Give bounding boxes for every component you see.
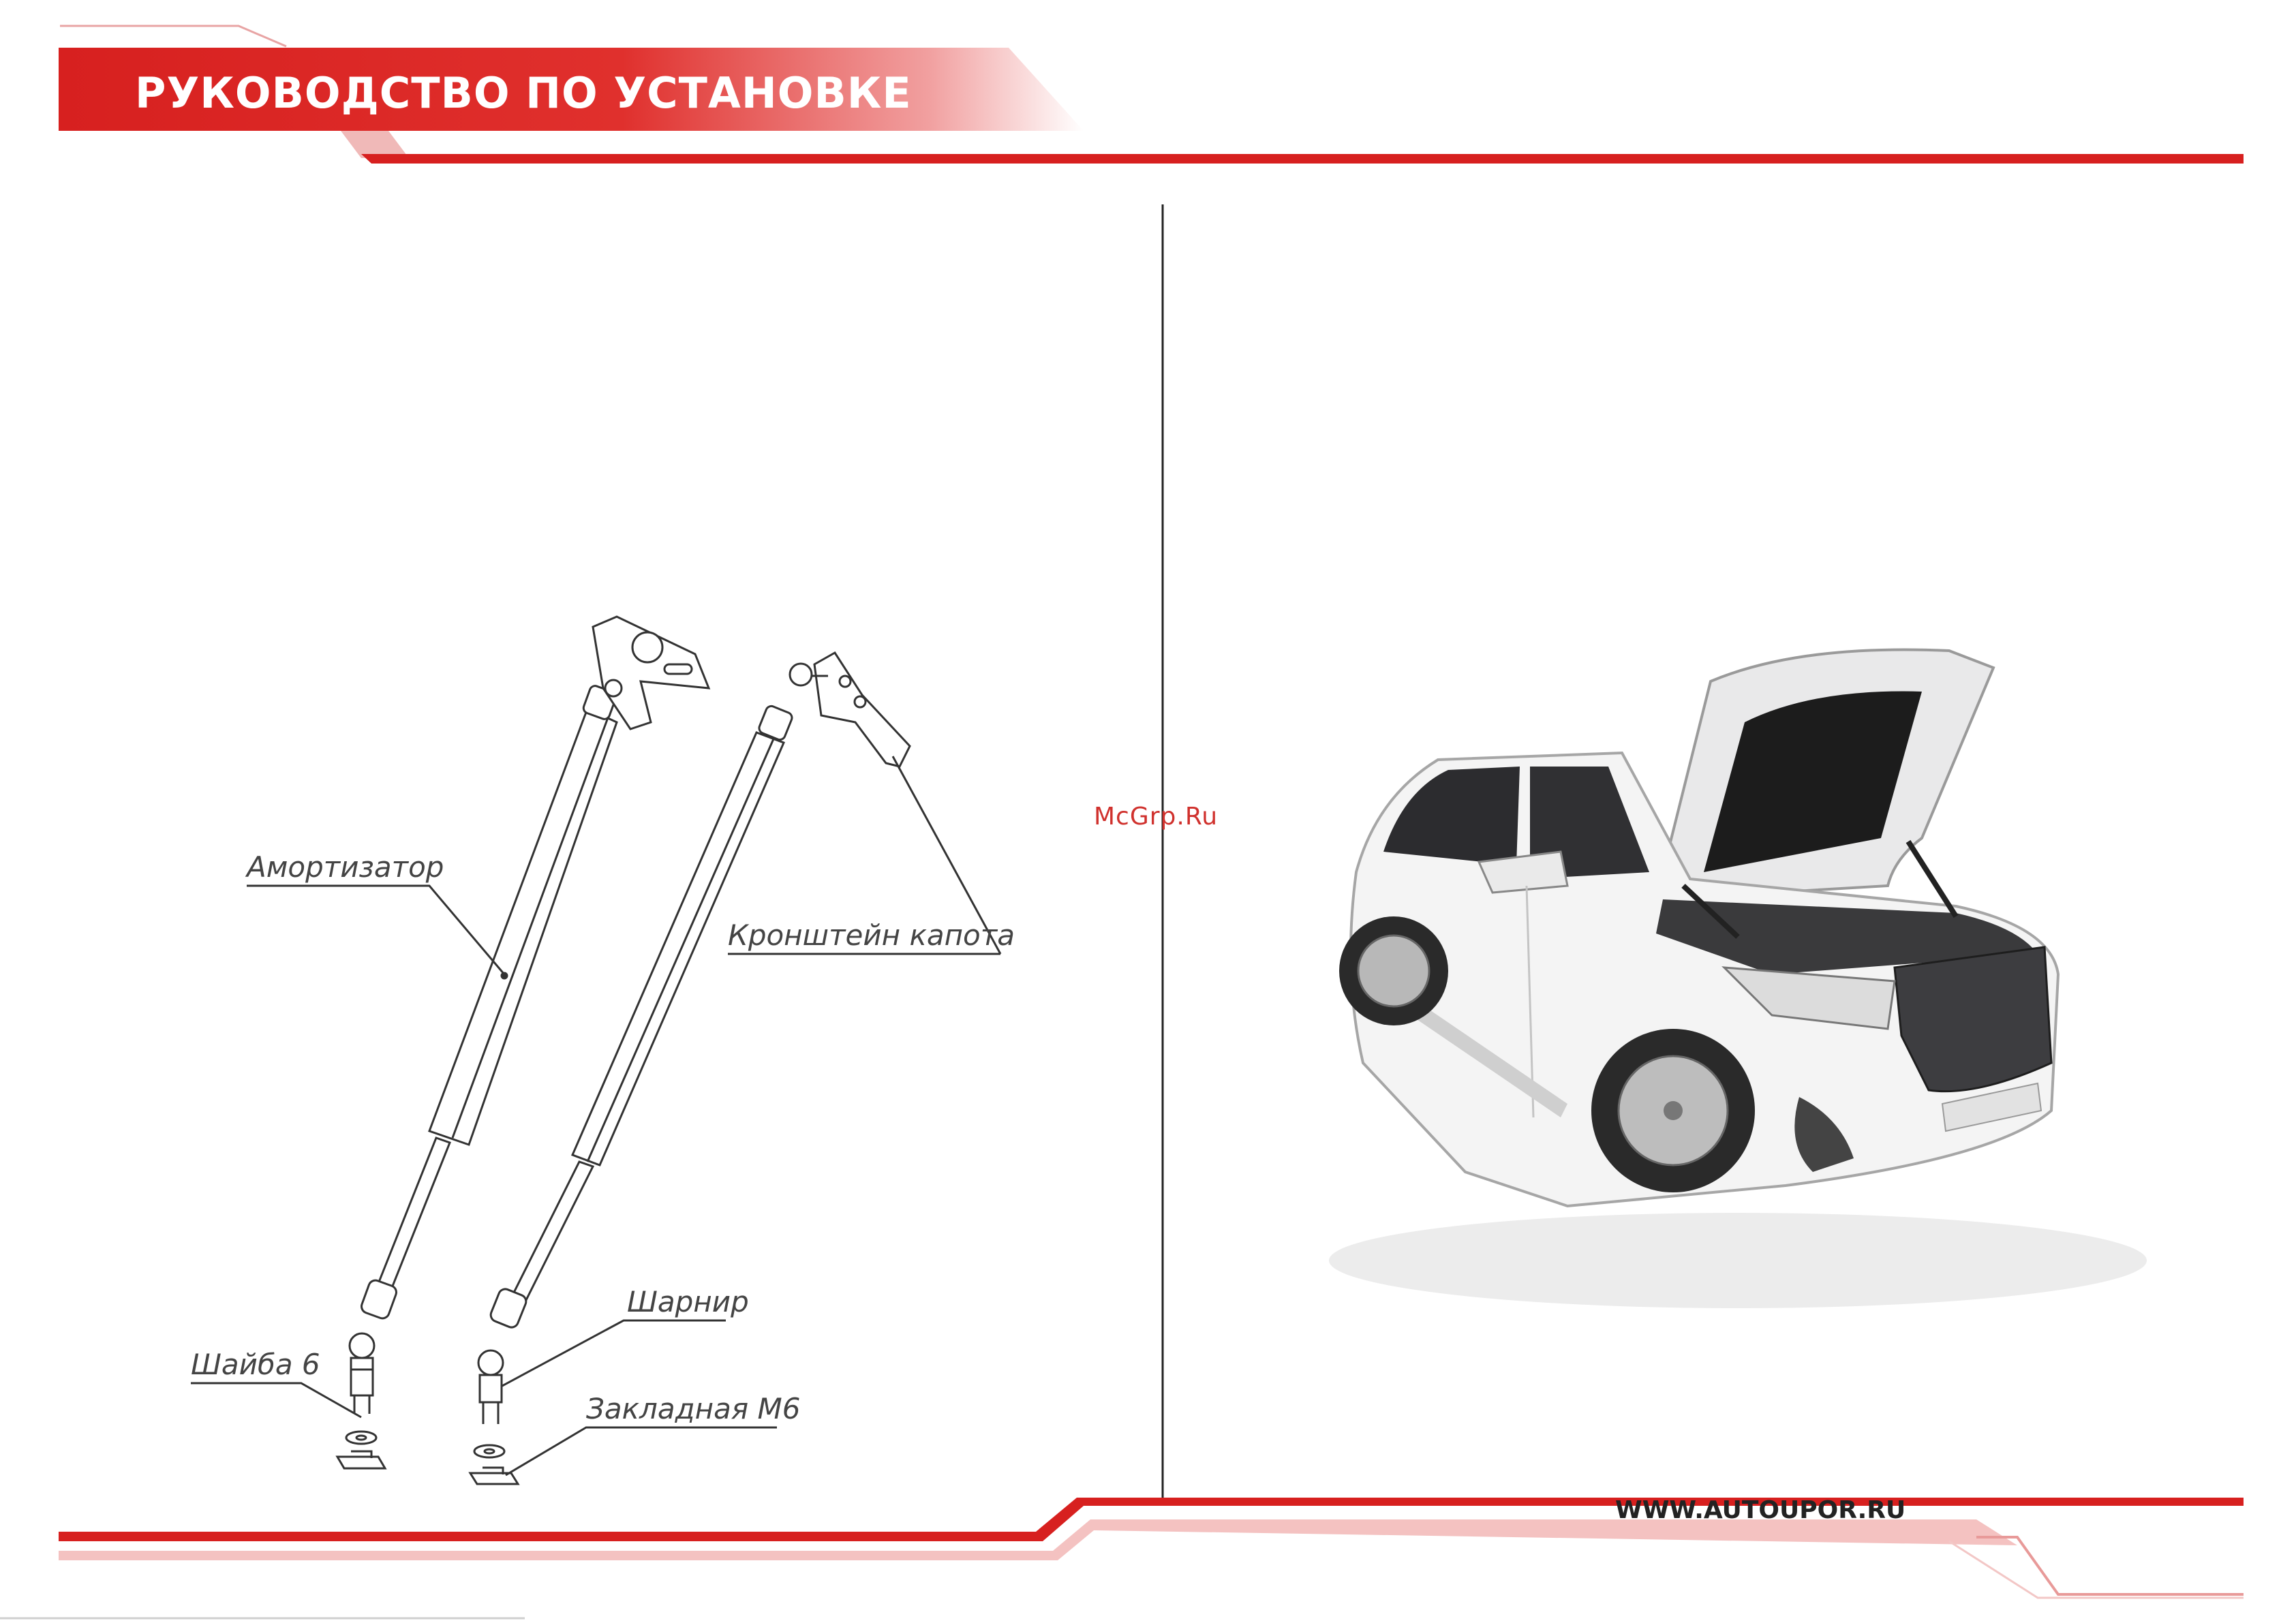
- footer-outline-right-2: [1949, 1541, 2244, 1598]
- label-shock-absorber: Амортизатор: [247, 850, 444, 884]
- label-hinge: Шарнир: [627, 1285, 749, 1318]
- header-outline-top: [60, 26, 286, 46]
- page-title: РУКОВОДСТВО ПО УСТАНОВКЕ: [135, 68, 912, 118]
- label-hood-bracket: Кронштейн капота: [728, 918, 1015, 952]
- watermark: McGrp.Ru: [1094, 803, 1218, 831]
- ball-stud-1: [350, 1333, 374, 1414]
- header-red-line: [361, 154, 2244, 164]
- label-washer: Шайба 6: [191, 1348, 320, 1381]
- car-shadow: [1329, 1213, 2147, 1308]
- washer-1: [346, 1432, 376, 1444]
- leader-washer: [191, 1383, 361, 1417]
- washer-2: [474, 1445, 504, 1457]
- insert-nut-2: [470, 1468, 518, 1484]
- car-illustration: [1329, 649, 2147, 1308]
- front-wheel-hub: [1664, 1101, 1683, 1120]
- insert-nut-1: [337, 1451, 385, 1468]
- label-insert-nut: Закладная М6: [586, 1392, 800, 1425]
- hood-bracket-2: [790, 653, 910, 767]
- leader-insert-nut: [506, 1427, 777, 1475]
- rear-window: [1383, 767, 1520, 865]
- footer-website[interactable]: WWW.AUTOUPOR.RU: [1615, 1496, 1905, 1524]
- shock-absorber-strut-1: [360, 684, 617, 1320]
- rear-wheel-rim: [1358, 936, 1429, 1006]
- leader-shock-absorber: [247, 886, 504, 974]
- shock-absorber-strut-2: [489, 705, 793, 1329]
- front-grille: [1895, 947, 2051, 1092]
- footer-outline-right: [1976, 1537, 2244, 1594]
- ball-stud-2: [478, 1350, 503, 1424]
- leader-hinge: [501, 1320, 726, 1387]
